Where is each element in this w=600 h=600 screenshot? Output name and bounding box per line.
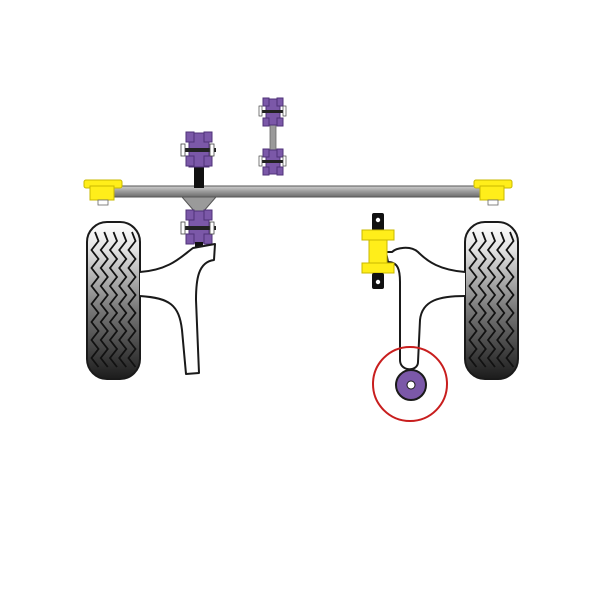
left-drop-link-bush	[83, 179, 123, 206]
tread-line	[486, 231, 497, 368]
right-tyre-tread	[468, 231, 515, 368]
left-wheel	[86, 221, 141, 380]
upper-engine-mount	[180, 131, 216, 188]
highlighted-rear-bush	[372, 346, 448, 422]
anti-roll-bar-tube	[107, 185, 499, 198]
right-drop-link-bush	[473, 179, 513, 206]
left-tyre-tread	[90, 231, 137, 368]
tread-line	[505, 231, 515, 368]
tread-line	[108, 231, 119, 368]
mount-post	[194, 164, 204, 188]
front-wishbone-bush	[361, 213, 395, 289]
tread-line	[90, 231, 100, 368]
tread-line	[496, 231, 506, 368]
tread-line	[118, 231, 128, 368]
tread-line	[127, 231, 137, 368]
tread-line	[477, 231, 487, 368]
right-wheel	[464, 221, 519, 380]
tread-line	[468, 231, 478, 368]
tread-line	[99, 231, 109, 368]
bush-bore	[406, 380, 416, 390]
lower-engine-mount	[180, 196, 218, 248]
right-wishbone	[385, 246, 466, 371]
highlight-circle-icon	[372, 346, 448, 422]
dog-bone-link	[258, 97, 287, 176]
anti-roll-bar	[83, 179, 513, 206]
left-wishbone	[139, 243, 216, 375]
